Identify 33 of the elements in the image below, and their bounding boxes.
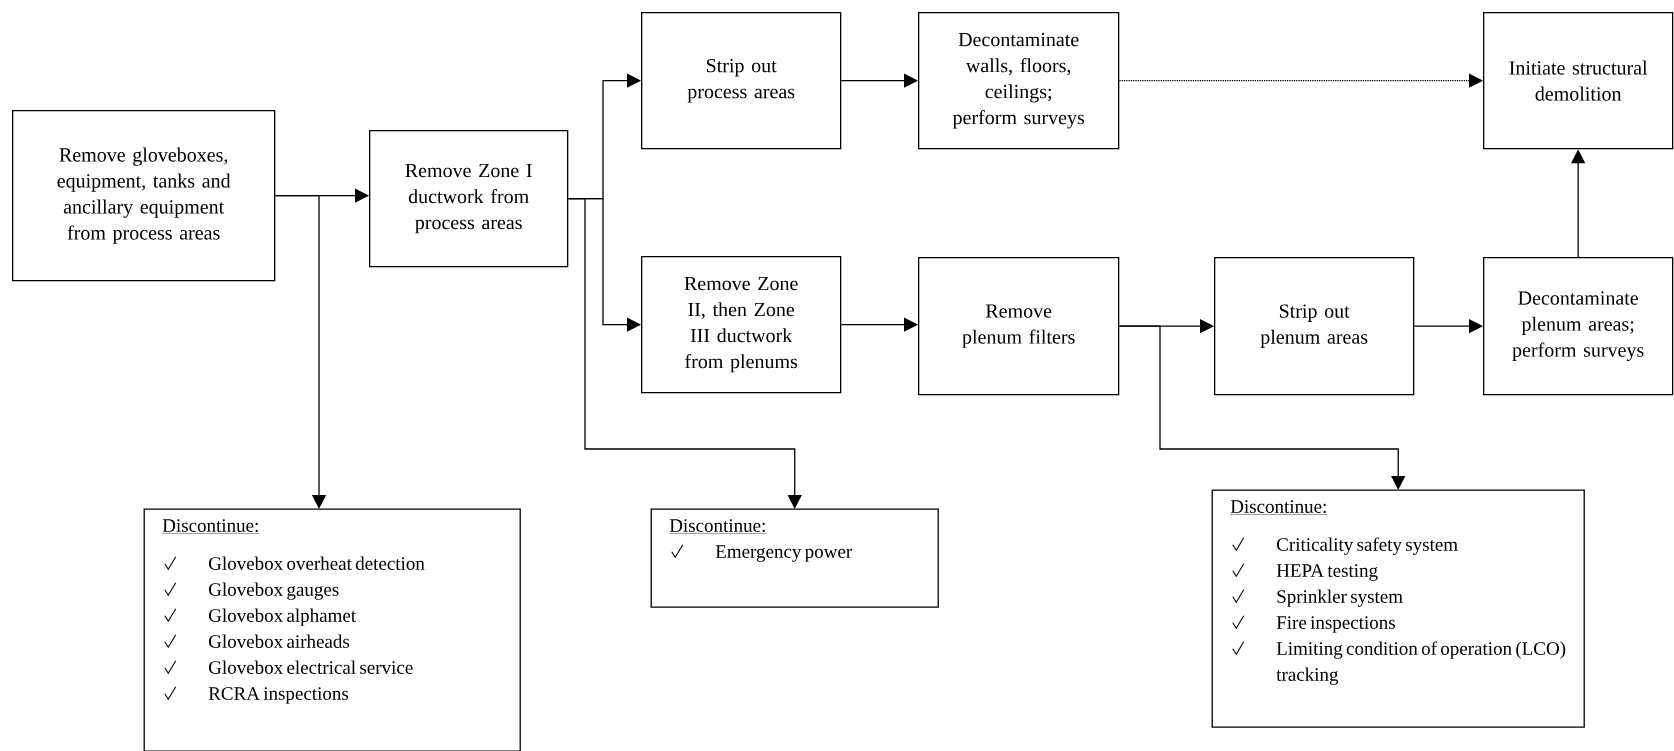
list-box xyxy=(1211,489,1585,728)
process-box: Remove Zone I ductwork from process areas xyxy=(369,130,569,268)
arrow xyxy=(567,198,802,509)
process-box: Decontaminate plenum areas; perform surveys xyxy=(1483,257,1674,396)
list-item: Criticality safety system xyxy=(1277,537,1458,555)
list-item: RCRA inspections xyxy=(208,687,349,704)
list-box xyxy=(650,508,939,608)
arrow xyxy=(274,195,327,509)
heading: Discontinue: xyxy=(162,519,260,534)
heading: Discontinue: xyxy=(1230,500,1328,515)
list-item: Glovebox electrical service xyxy=(209,660,413,674)
list-item: Sprinkler system xyxy=(1277,589,1403,607)
list-item: Glovebox overheat detection xyxy=(209,556,425,570)
process-box: Decontaminate walls, floors, ceilings; perform surveys xyxy=(918,12,1120,150)
list-item: Emergency power xyxy=(715,545,852,562)
process-box: Initiate structural demolition xyxy=(1483,12,1674,150)
list-item: Glovebox alphamet xyxy=(209,608,356,626)
list-box xyxy=(143,508,521,751)
arrow xyxy=(1118,325,1406,490)
process-box: Strip out plenum areas xyxy=(1214,257,1415,396)
process-box: Remove plenum filters xyxy=(918,257,1120,396)
list-item: Glovebox airheads xyxy=(209,634,350,648)
list-item: Limiting condition of operation (LCO) tracking xyxy=(1276,641,1566,685)
heading: Discontinue: xyxy=(669,519,767,534)
arrow xyxy=(1118,73,1483,88)
arrow xyxy=(840,317,918,332)
list-item: Glovebox gauges xyxy=(209,582,339,600)
process-box: Strip out process areas xyxy=(641,12,842,150)
list-item: HEPA testing xyxy=(1276,564,1378,581)
process-box: Remove Zone II, then Zone III ductwork from plenums xyxy=(641,256,842,394)
process-box: Remove gloveboxes, equipment, tanks and ancillary equipment from process areas xyxy=(12,110,276,282)
list-item: Fire inspections xyxy=(1276,616,1395,633)
arrow xyxy=(840,73,918,88)
